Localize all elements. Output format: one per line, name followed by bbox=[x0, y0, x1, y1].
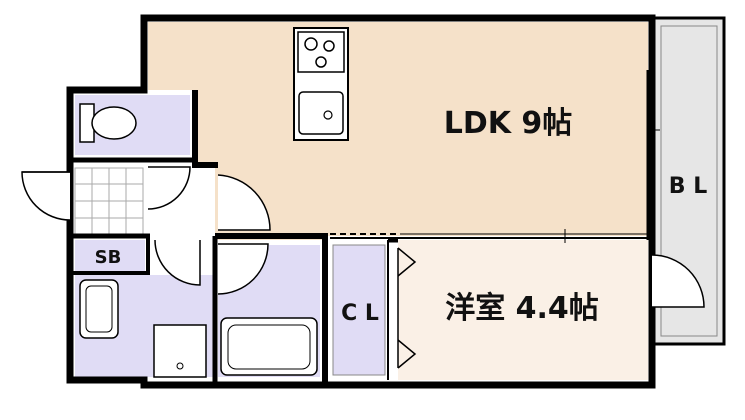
entrance-tiles bbox=[74, 167, 144, 235]
toilet-door-swing bbox=[147, 166, 191, 210]
closet-floor bbox=[332, 244, 386, 376]
closet-label: C L bbox=[341, 301, 379, 326]
bedroom-label: 洋室 4.4帖 bbox=[445, 291, 599, 326]
ldk-floor bbox=[148, 22, 648, 240]
kitchen-counter bbox=[293, 27, 349, 141]
washbasin-icon bbox=[79, 279, 119, 339]
bedroom-floor bbox=[398, 240, 648, 380]
kitchen-sink-icon bbox=[298, 91, 344, 135]
entrance-door-swing bbox=[21, 171, 71, 221]
stove-burner-icon bbox=[315, 56, 327, 68]
hall-door-swing bbox=[217, 174, 271, 231]
toilet-icon bbox=[79, 103, 137, 143]
bathtub-icon bbox=[220, 317, 318, 376]
stove-burner-icon bbox=[304, 37, 318, 51]
door-swings bbox=[21, 166, 705, 308]
partitions bbox=[330, 70, 660, 380]
washroom-door-swing bbox=[154, 239, 201, 286]
bath-door-swing bbox=[217, 243, 269, 295]
stove-burner-icon bbox=[323, 40, 335, 52]
shoe-box-floor bbox=[75, 240, 145, 272]
balcony-label: B L bbox=[669, 174, 707, 199]
shoe-box-label: SB bbox=[95, 247, 122, 268]
floor-areas bbox=[75, 22, 648, 380]
balcony-door-swing bbox=[651, 254, 705, 308]
ldk-label: LDK 9帖 bbox=[444, 106, 573, 141]
washing-machine-pan-icon bbox=[153, 324, 207, 378]
